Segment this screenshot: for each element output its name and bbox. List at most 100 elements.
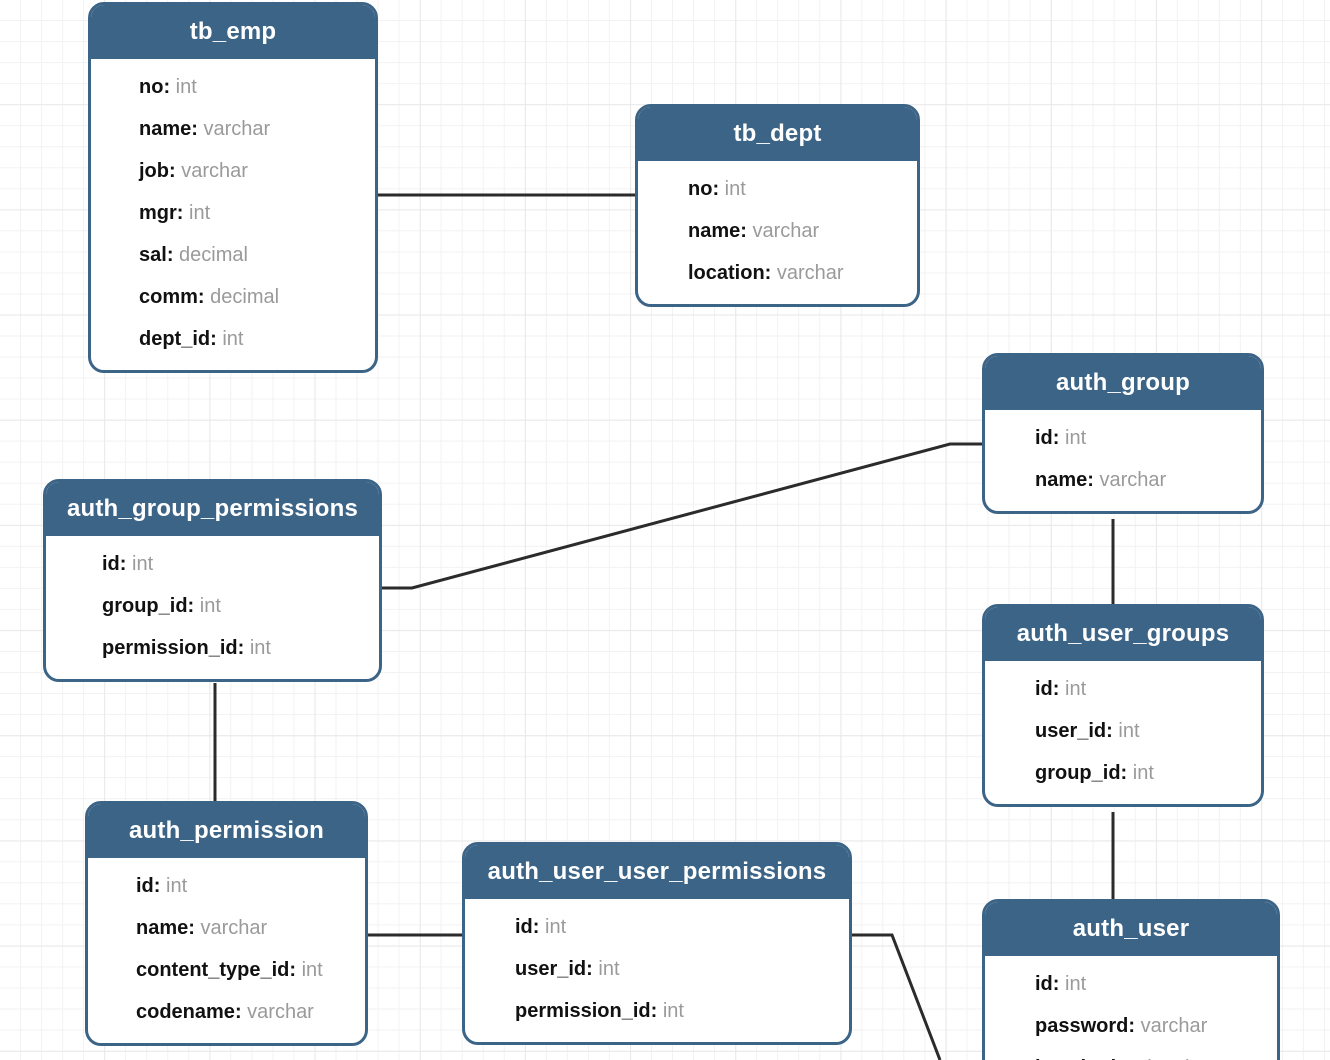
field-separator: : [1087,469,1100,491]
field-row: no: int [638,168,917,210]
field-row: comm: decimal [91,276,375,318]
entity-title-auth-user-groups: auth_user_groups [985,607,1261,661]
field-separator: : [1052,973,1065,995]
field-name: id [1035,678,1053,700]
field-name: name [136,917,189,939]
field-name: name [1035,469,1088,491]
field-separator: : [586,958,599,980]
field-name: group_id [102,595,188,617]
field-name: last_login [1035,1057,1128,1060]
field-type: varchar [203,118,271,140]
relationship-line-useruserperm-user [852,933,942,1060]
field-name: location [688,262,765,284]
field-type: int [598,958,620,980]
field-row: id: int [88,865,365,907]
entity-auth-user-groups[interactable]: auth_user_groups id: int user_id: int gr… [982,604,1264,807]
field-name: id [515,916,533,938]
field-separator: : [289,959,302,981]
field-row: last_login: datetime [985,1047,1277,1060]
field-type: int [662,1000,684,1022]
field-name: id [1035,973,1053,995]
field-row: content_type_id: int [88,949,365,991]
field-type: varchar [752,220,820,242]
field-name: dept_id [139,328,211,350]
field-row: name: varchar [88,907,365,949]
field-separator: : [210,328,223,350]
field-row: mgr: int [91,192,375,234]
field-separator: : [1120,762,1133,784]
entity-fields-auth-group-permissions: id: int group_id: int permission_id: int [46,536,379,679]
entity-tb-emp[interactable]: tb_emp no: int name: varchar job: varcha… [88,2,378,373]
field-row: user_id: int [985,710,1261,752]
field-type: int [1065,973,1087,995]
field-type: int [1132,762,1154,784]
field-row: user_id: int [465,948,849,990]
field-row: name: varchar [638,210,917,252]
entity-fields-auth-user: id: int password: varchar last_login: da… [985,956,1277,1060]
field-row: name: varchar [91,108,375,150]
field-name: permission_id [515,1000,651,1022]
field-type: int [1065,427,1087,449]
field-row: id: int [985,963,1277,1005]
entity-title-auth-user-user-permissions: auth_user_user_permissions [465,845,849,899]
field-type: varchar [1099,469,1167,491]
entity-auth-user-user-permissions[interactable]: auth_user_user_permissions id: int user_… [462,842,852,1045]
field-separator: : [187,595,200,617]
field-separator: : [188,917,201,939]
relationship-line-groupperm-group [382,442,982,590]
field-type: int [166,875,188,897]
entity-tb-dept[interactable]: tb_dept no: int name: varchar location: … [635,104,920,307]
entity-auth-permission[interactable]: auth_permission id: int name: varchar co… [85,801,368,1046]
entity-title-auth-permission: auth_permission [88,804,365,858]
field-name: comm [139,286,198,308]
field-separator: : [712,178,725,200]
entity-fields-auth-permission: id: int name: varchar content_type_id: i… [88,858,365,1043]
field-name: id [102,553,120,575]
field-row: id: int [465,906,849,948]
entity-title-auth-user: auth_user [985,902,1277,956]
entity-auth-group-permissions[interactable]: auth_group_permissions id: int group_id:… [43,479,382,682]
field-type: int [175,76,197,98]
field-row: password: varchar [985,1005,1277,1047]
field-type: int [222,328,244,350]
field-type: int [199,595,221,617]
entity-fields-tb-dept: no: int name: varchar location: varchar [638,161,917,304]
field-row: name: varchar [985,459,1261,501]
field-separator: : [1128,1015,1141,1037]
field-row: job: varchar [91,150,375,192]
field-name: sal [139,244,167,266]
field-name: codename [136,1001,235,1023]
field-separator: : [532,916,545,938]
field-separator: : [191,118,204,140]
field-name: user_id [515,958,587,980]
field-separator: : [1106,720,1119,742]
entity-title-auth-group: auth_group [985,356,1261,410]
field-row: no: int [91,66,375,108]
entity-title-tb-dept: tb_dept [638,107,917,161]
field-type: int [1118,720,1140,742]
field-name: no [688,178,713,200]
field-type: varchar [200,917,268,939]
field-separator: : [740,220,753,242]
field-separator: : [1128,1057,1140,1060]
field-name: permission_id [102,637,238,659]
field-row: permission_id: int [465,990,849,1032]
field-row: id: int [985,668,1261,710]
entity-fields-tb-emp: no: int name: varchar job: varchar mgr: … [91,59,375,370]
field-type: int [545,916,567,938]
field-type: varchar [247,1001,314,1023]
field-separator: : [1052,427,1065,449]
field-name: name [688,220,741,242]
entity-auth-group[interactable]: auth_group id: int name: varchar [982,353,1264,514]
entity-title-tb-emp: tb_emp [91,5,375,59]
field-name: no [139,76,164,98]
field-separator: : [650,1000,663,1022]
field-name: group_id [1035,762,1121,784]
field-separator: : [176,202,190,224]
field-type: decimal [179,244,248,266]
field-separator: : [1052,678,1065,700]
entity-auth-user[interactable]: auth_user id: int password: varchar last… [982,899,1280,1060]
entity-fields-auth-user-groups: id: int user_id: int group_id: int [985,661,1261,804]
field-type: int [132,553,154,575]
field-separator: : [166,244,180,266]
